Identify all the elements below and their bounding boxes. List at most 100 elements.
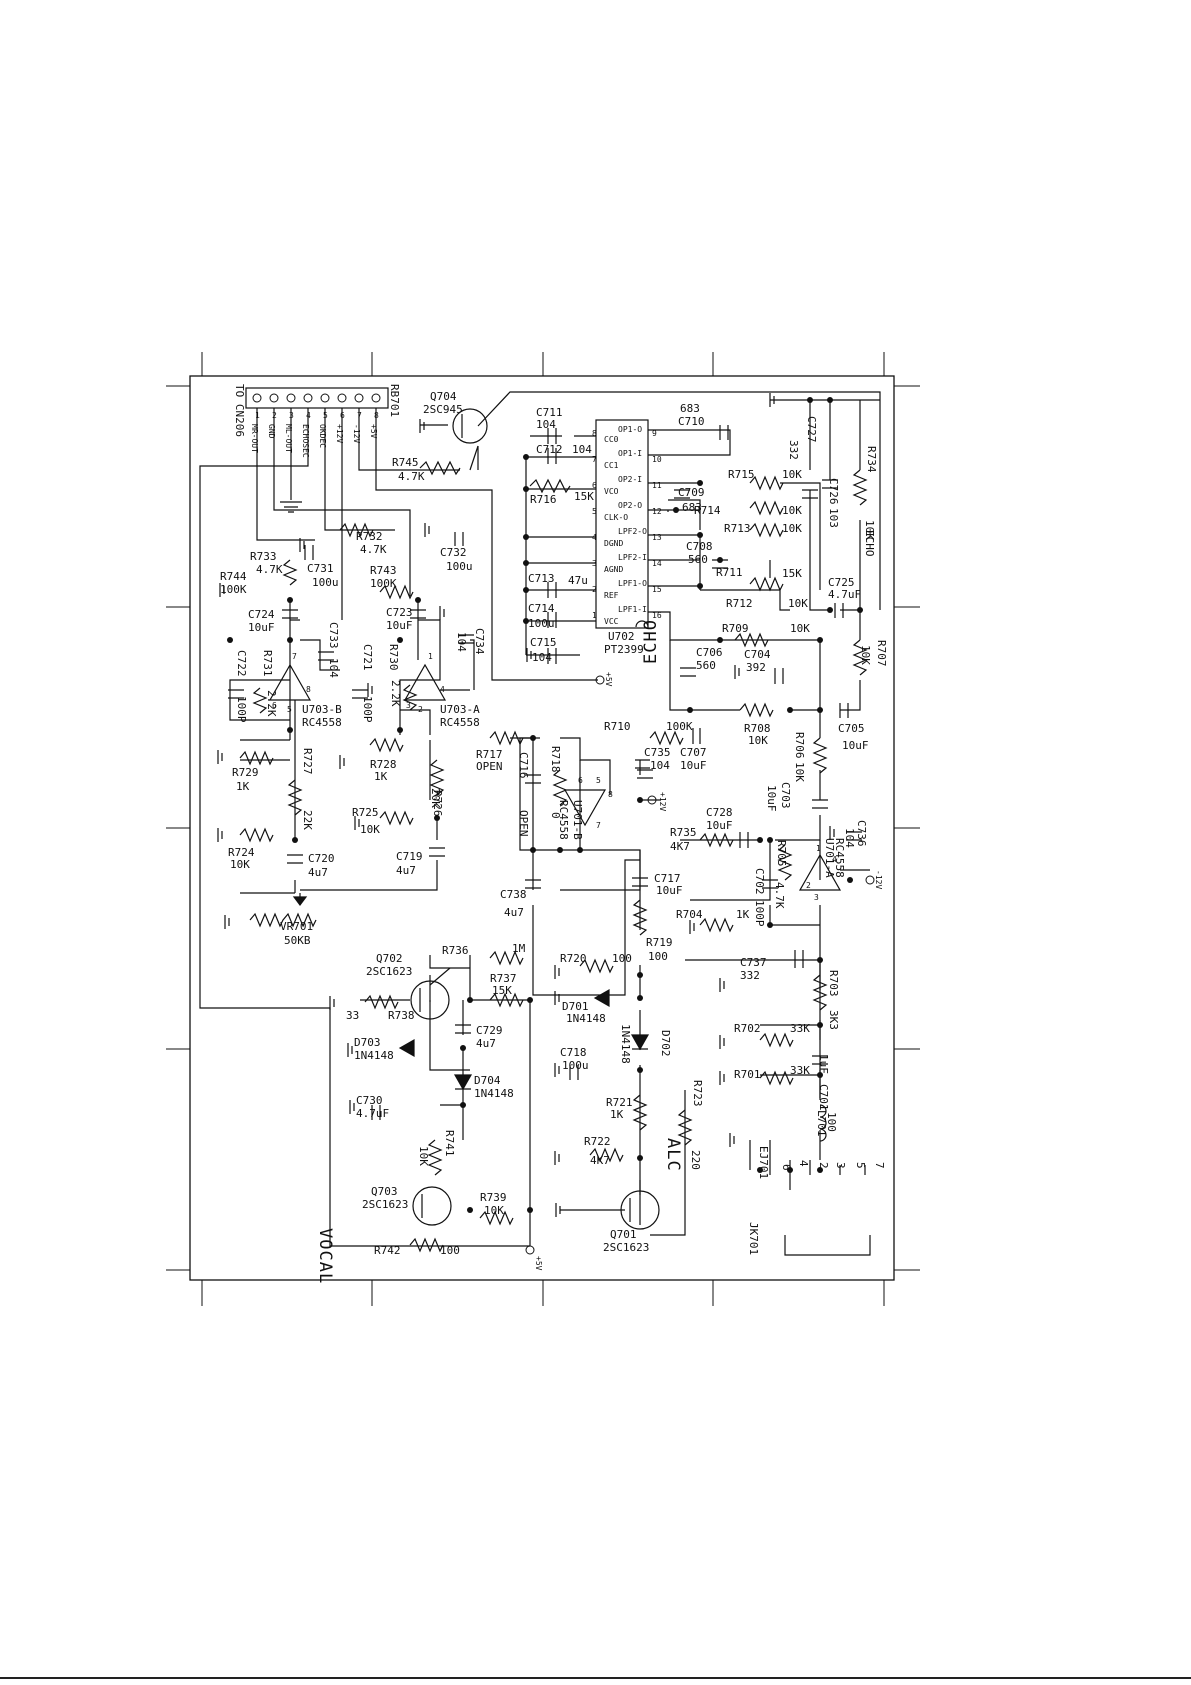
component-label-c727: C727 [805, 416, 818, 443]
component-label-c711v: 104 [536, 418, 556, 431]
ic-pin-num: 7 [592, 455, 597, 464]
component-label-c706v: 560 [696, 659, 716, 672]
ic-pin-name: LPF2-I [618, 553, 647, 562]
component-label-r702: R702 [734, 1022, 761, 1035]
component-label-r731v: 2.2K [265, 690, 278, 717]
component-label-c717v: 10uF [656, 884, 683, 897]
ic-pin-name: LPF1-O [618, 579, 647, 588]
component-label-r732: R732 [356, 530, 383, 543]
ic-pin-num: 13 [652, 533, 662, 542]
component-label-c709v: 683 [682, 501, 702, 514]
component-label-r724: R724 [228, 846, 255, 859]
component-label-r739: R739 [480, 1191, 507, 1204]
pin-name: GND [267, 424, 276, 439]
component-label-c716v: OPEN [517, 810, 530, 837]
ic-part: PT2399 [604, 643, 644, 656]
ic-pin-name: CC0 [604, 435, 619, 444]
component-label-r721v: 1K [610, 1108, 624, 1121]
rail-plus5-b: +5V [534, 1256, 543, 1271]
component-label-c712: C712 [536, 443, 563, 456]
component-label-c735: C735 [644, 746, 671, 759]
opamp-pin: 5 [596, 776, 601, 785]
component-label-r706v: 10K [793, 762, 806, 782]
section-vocal: VOCAL [315, 1228, 335, 1284]
component-label-l701v: 100 [825, 1112, 838, 1132]
component-label-c702: C702 [753, 868, 766, 895]
component-label-r742: R742 [374, 1244, 401, 1257]
opamp-pin: 2 [806, 881, 811, 890]
component-label-vr701v: 50KB [284, 934, 311, 947]
opamp-ref: U701-B [571, 800, 584, 840]
component-label-c720v: 4u7 [308, 866, 328, 879]
ic-pin-num: 8 [592, 429, 597, 438]
component-label-r730v: 2.2K [389, 680, 402, 707]
pin-name: MR-OUT [250, 424, 259, 453]
component-label-c719: C719 [396, 850, 423, 863]
section-echo: ECHO [641, 619, 661, 664]
ic-pin-name: OP2-I [618, 475, 642, 484]
component-label-c704: C704 [744, 648, 771, 661]
opamp-pin: 1 [816, 844, 821, 853]
component-label-r744: R744 [220, 570, 247, 583]
ic-pin-num: 16 [652, 611, 662, 620]
ic-pin-name: LPF2-O [618, 527, 647, 536]
opamp-pin: 8 [608, 790, 613, 799]
opamp-pin: 3 [406, 701, 411, 710]
component-label-r729v: 1K [236, 780, 250, 793]
component-label-r736: R736 [442, 944, 469, 957]
ic-pin-num: 15 [652, 585, 662, 594]
component-label-c728: C728 [706, 806, 733, 819]
opamp-ref: U703-B [302, 703, 342, 716]
transistor-part: 2SC1623 [366, 965, 412, 978]
component-label-c723v: 10uF [386, 619, 413, 632]
component-label-c715v: 104 [532, 651, 552, 664]
opamp-pin: 3 [814, 893, 819, 902]
component-label-r713v: 10K [782, 522, 802, 535]
ic-pin-num: 9 [652, 429, 657, 438]
component-label-r723: R723 [691, 1080, 704, 1107]
component-label-c716: C716 [517, 752, 530, 779]
opamp-ref: U701-A [823, 838, 836, 878]
component-label-r720v: 100 [612, 952, 632, 965]
component-label-r711: R711 [716, 566, 743, 579]
component-label-c711: C711 [536, 406, 563, 419]
component-label-c730: C730 [356, 1094, 383, 1107]
component-label-r714v: 10K [782, 504, 802, 517]
component-label-r727v: 22K [301, 810, 314, 830]
component-label-r738: R738 [388, 1009, 415, 1022]
ic-pin-num: 10 [652, 455, 662, 464]
component-label-r730: R730 [387, 644, 400, 671]
component-label-c734: C734 [473, 628, 486, 655]
pin-name: ML-OUT [284, 424, 293, 453]
component-label-jk-p4: 4 [797, 1160, 810, 1167]
opamp-part: RC4558 [833, 838, 846, 878]
component-label-r722v: 4K7 [590, 1154, 610, 1167]
component-label-c703v: 10uF [765, 785, 778, 812]
component-label-r710v: 100K [666, 720, 693, 733]
component-label-r712: R712 [726, 597, 753, 610]
component-label-r710: R710 [604, 720, 631, 733]
component-label-r725v: 10K [360, 823, 380, 836]
component-label-r701v: 33K [790, 1064, 810, 1077]
component-label-c728v: 10uF [706, 819, 733, 832]
component-label-r722: R722 [584, 1135, 611, 1148]
component-label-r734: R734 [865, 446, 878, 473]
component-label-c729v: 4u7 [476, 1037, 496, 1050]
component-label-r737: R737 [490, 972, 517, 985]
ic-pin-num: 6 [592, 481, 597, 490]
component-label-r715: R715 [728, 468, 755, 481]
component-label-r741: R741 [443, 1130, 456, 1157]
component-label-r703: R703 [827, 970, 840, 997]
component-label-d702: D702 [659, 1030, 672, 1057]
component-label-c701v: 1uF [817, 1054, 830, 1074]
component-label-r716: R716 [530, 493, 557, 506]
component-label-ej701: EJ701 [757, 1146, 770, 1179]
component-label-c731: C731 [307, 562, 334, 575]
junction-dots [227, 397, 863, 1213]
component-label-r705: R705 [775, 840, 788, 867]
component-label-c732: C732 [440, 546, 467, 559]
component-label-r709v: 10K [790, 622, 810, 635]
component-label-r733: R733 [250, 550, 277, 563]
opamp-pin: 7 [292, 652, 297, 661]
